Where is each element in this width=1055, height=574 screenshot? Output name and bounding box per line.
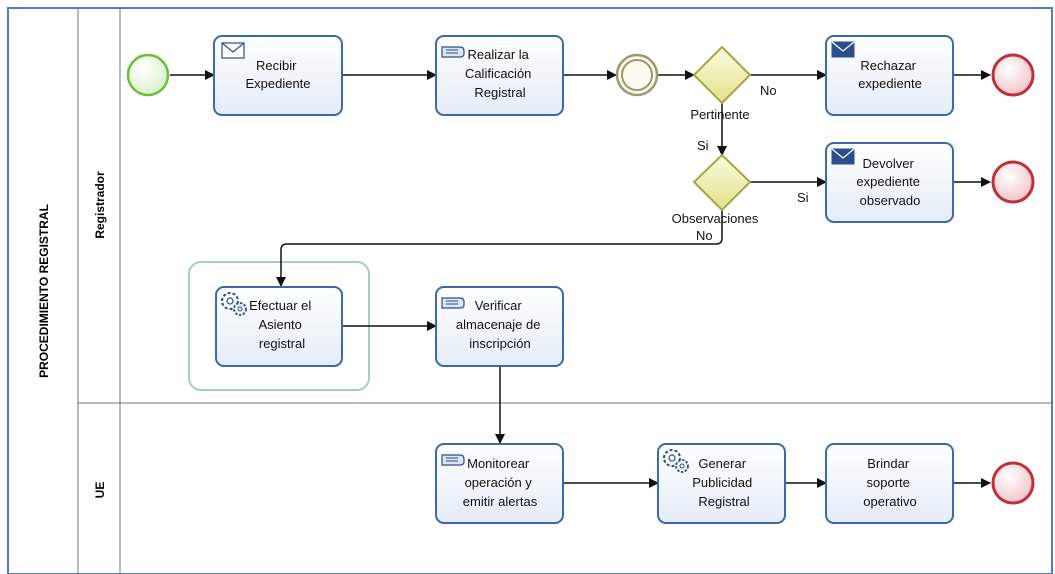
svg-text:Devolver expediente: Devolver expediente observado	[856, 156, 923, 208]
lane-label-registrador: Registrador	[93, 171, 107, 239]
task-devolver-expediente[interactable]: Devolver expediente observado	[825, 142, 954, 223]
envelope-filled-icon	[831, 41, 855, 58]
task-text-line: Publicidad	[692, 475, 752, 490]
gateway-label-pertinente: Pertinente	[690, 107, 749, 122]
pool-title: PROCEDIMIENTO REGISTRAL	[37, 204, 51, 378]
end-event-devolver[interactable]	[991, 160, 1035, 204]
task-monitorear-operacion[interactable]: Monitorear operación y emitir alertas	[435, 443, 564, 524]
manual-task-icon	[441, 297, 465, 309]
svg-text:Verificar almacenaje de: Verificar almacenaje de inscripción	[456, 298, 544, 351]
task-efectuar-asiento[interactable]: Efectuar el Asiento registral	[215, 286, 343, 367]
task-text-line: almacenaje de	[456, 317, 541, 332]
svg-text:Generar Publicidad: Generar Publicidad Registral	[692, 456, 756, 509]
task-text-line: Monitorear	[467, 456, 530, 471]
task-text-line: expediente	[856, 174, 920, 189]
svg-text:Brindar soporte op: Brindar soporte operativo	[863, 456, 916, 509]
svg-text:Rechazar expediente: Rechazar expediente	[858, 58, 922, 91]
svg-text:Efectuar el Asiento: Efectuar el Asiento registral	[249, 298, 315, 351]
task-text-line: Devolver	[863, 156, 915, 171]
task-text-line: Realizar la	[467, 47, 529, 62]
end-event-rechazar[interactable]	[991, 53, 1035, 97]
manual-task-icon	[441, 454, 465, 466]
task-recibir-expediente[interactable]: Recibir Expediente	[213, 35, 343, 116]
task-text-line: Efectuar el	[249, 298, 311, 313]
task-text-line: observado	[860, 193, 921, 208]
task-rechazar-expediente[interactable]: Rechazar expediente	[825, 35, 954, 116]
gateway-label-observaciones: Observaciones	[672, 211, 759, 226]
lane-label-ue: UE	[93, 482, 107, 499]
manual-task-icon	[441, 46, 465, 58]
sequence-flows	[170, 70, 991, 488]
task-text-line: operativo	[863, 494, 916, 509]
gateway-observaciones[interactable]	[692, 153, 752, 212]
flow-observaciones-asiento	[276, 210, 723, 287]
task-text-line: operación y	[465, 475, 533, 490]
start-event[interactable]	[126, 53, 170, 97]
svg-text:Recibir Expediente: Recibir Expediente	[245, 58, 310, 91]
gear-icon	[663, 449, 689, 473]
task-text-line: Asiento	[259, 317, 302, 332]
task-text-line: soporte	[867, 475, 910, 490]
intermediate-event[interactable]	[615, 53, 659, 97]
task-generar-publicidad[interactable]: Generar Publicidad Registral	[657, 443, 786, 524]
task-realizar-calificacion[interactable]: Realizar la Calificación Registral	[435, 35, 564, 116]
task-text-line: Brindar	[867, 456, 910, 471]
gateway-pertinente[interactable]	[692, 45, 752, 105]
task-verificar-almacenaje[interactable]: Verificar almacenaje de inscripción	[435, 286, 564, 367]
task-text-line: registral	[259, 336, 305, 351]
task-text-line: Expediente	[245, 76, 310, 91]
flow-label-si-pertinente: Si	[697, 138, 709, 153]
task-text-line: emitir alertas	[463, 494, 538, 509]
svg-text:Monitorear operación y: Monitorear operación y emitir alertas	[463, 456, 538, 509]
task-text-line: Recibir	[256, 58, 297, 73]
task-text-line: inscripción	[469, 336, 530, 351]
end-event-soporte[interactable]	[991, 461, 1035, 505]
task-text-line: Calificación	[465, 66, 531, 81]
task-text-line: Verificar	[475, 298, 523, 313]
task-text-line: Registral	[698, 494, 749, 509]
task-text-line: expediente	[858, 76, 922, 91]
flow-label-no-pertinente: No	[760, 83, 777, 98]
task-text-line: Rechazar	[860, 58, 916, 73]
gear-icon	[221, 292, 247, 316]
envelope-icon	[221, 42, 245, 59]
svg-text:Realizar la Calificación: Realizar la Calificación Registral	[465, 47, 535, 100]
envelope-filled-icon	[831, 148, 855, 165]
flow-label-si-observaciones: Si	[797, 190, 809, 205]
task-text-line: Generar	[698, 456, 746, 471]
flow-label-no-observaciones: No	[696, 228, 713, 243]
task-text-line: Registral	[474, 85, 525, 100]
task-brindar-soporte[interactable]: Brindar soporte operativo	[825, 443, 954, 524]
